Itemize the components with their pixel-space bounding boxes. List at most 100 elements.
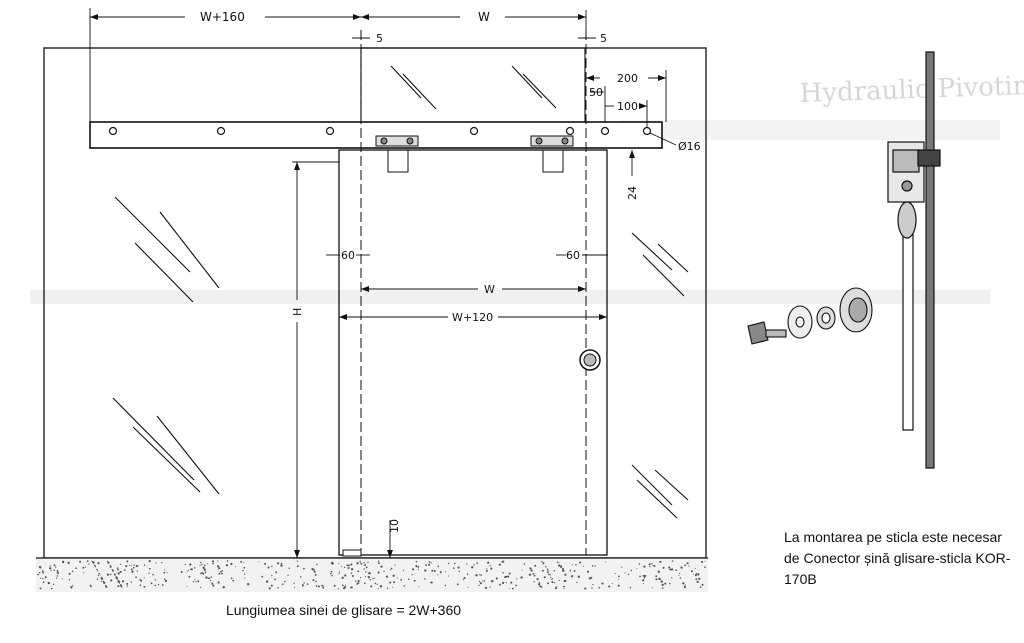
floor-dot [508, 587, 510, 589]
floor-dot [318, 585, 320, 588]
floor-dot [125, 565, 128, 568]
floor-dot [210, 576, 213, 578]
floor-dot [234, 566, 236, 568]
floor-dot [139, 584, 142, 586]
floor-dot [364, 582, 366, 585]
floor-dot [601, 582, 604, 585]
floor-dot [314, 573, 317, 576]
floor-dot [480, 574, 482, 576]
floor-dot [466, 573, 469, 575]
floor-dot [400, 579, 402, 581]
floor-dot [280, 564, 283, 567]
floor-dot [658, 577, 661, 580]
floor-dot [70, 586, 73, 589]
floor-dot [96, 568, 98, 571]
floor-dot [377, 562, 380, 565]
floor-dot [551, 579, 553, 581]
floor-dot [558, 564, 561, 567]
floor-dot [643, 577, 646, 579]
floor-dot [630, 569, 633, 572]
floor-dot [201, 563, 203, 566]
floor-dot [82, 566, 85, 569]
floor-dot [662, 566, 665, 569]
floor-dot [106, 573, 110, 576]
floor-dot [218, 572, 221, 575]
floor-dot [99, 574, 101, 576]
floor-dot [386, 576, 388, 578]
floor-dot [463, 577, 466, 579]
floor-dot [39, 577, 42, 579]
floor-dot [415, 565, 418, 568]
floor-dot [267, 566, 270, 569]
floor-dot [694, 574, 697, 577]
floor-dot [315, 580, 317, 583]
floor-dot [56, 577, 58, 579]
floor-dot [55, 566, 57, 568]
floor-dot [56, 570, 59, 573]
floor-dot [275, 571, 278, 574]
floor-dot [230, 562, 233, 566]
floor-dot [161, 561, 163, 564]
floor-dot [425, 564, 427, 566]
floor-dot [271, 574, 273, 577]
floor-dot [413, 579, 416, 582]
floor-dot [478, 580, 481, 583]
floor-dot [110, 579, 113, 582]
floor-dot [542, 562, 544, 565]
floor-dot [680, 566, 683, 569]
floor-dot [424, 569, 427, 572]
floor-dot [143, 564, 146, 566]
floor-dot [532, 572, 535, 575]
floor-dot [579, 561, 582, 564]
floor-dot [38, 571, 41, 574]
floor-dot [56, 575, 58, 577]
floor-dot [193, 567, 196, 569]
floor-dot [276, 562, 280, 565]
floor-dot [608, 585, 611, 588]
floor-dot [200, 561, 202, 564]
floor-dot [155, 562, 157, 564]
floor-dot [621, 566, 623, 568]
floor-dot [116, 577, 119, 580]
floor-dot [338, 571, 340, 573]
floor-dot [380, 565, 383, 568]
floor-dot [642, 575, 645, 577]
floor-dot [431, 569, 434, 572]
floor-dot [554, 582, 556, 584]
floor-dot [346, 564, 348, 567]
floor-dot [93, 564, 96, 567]
dim-gap-right-label: 5 [600, 32, 607, 45]
floor-dot [392, 586, 394, 588]
dim-w-inner-label: W [484, 283, 495, 296]
floor-dot [582, 565, 584, 567]
floor-dot [110, 573, 112, 576]
floor-dot [651, 587, 653, 589]
dim-50-label: 50 [589, 86, 603, 99]
dim-hole-label: Ø16 [678, 140, 701, 153]
bolt-shaft [765, 329, 787, 338]
floor-dot [75, 567, 77, 570]
sliding-door-panel [338, 149, 608, 556]
dim-w160-label: W+160 [200, 10, 245, 24]
rail-hole [600, 126, 610, 136]
floor-dot [471, 566, 474, 569]
floor-dot [207, 563, 209, 565]
floor-dot [86, 560, 89, 562]
floor-dot [164, 579, 168, 583]
floor-dot [649, 565, 651, 568]
floor-dot [217, 581, 220, 584]
floor-dot [71, 570, 74, 573]
floor-dot [42, 578, 44, 580]
floor-dot [659, 560, 662, 563]
floor-dot [701, 583, 704, 586]
dimension-arrows [90, 14, 666, 558]
floor-dot [412, 568, 415, 571]
floor-dot [265, 580, 269, 583]
floor-dot [306, 583, 309, 585]
scan-smudge [620, 120, 1000, 140]
floor-dot [456, 583, 459, 586]
floor-dot [184, 563, 186, 565]
floor-dot [447, 575, 449, 577]
floor-dot [37, 573, 39, 576]
floor-dot [679, 577, 682, 579]
